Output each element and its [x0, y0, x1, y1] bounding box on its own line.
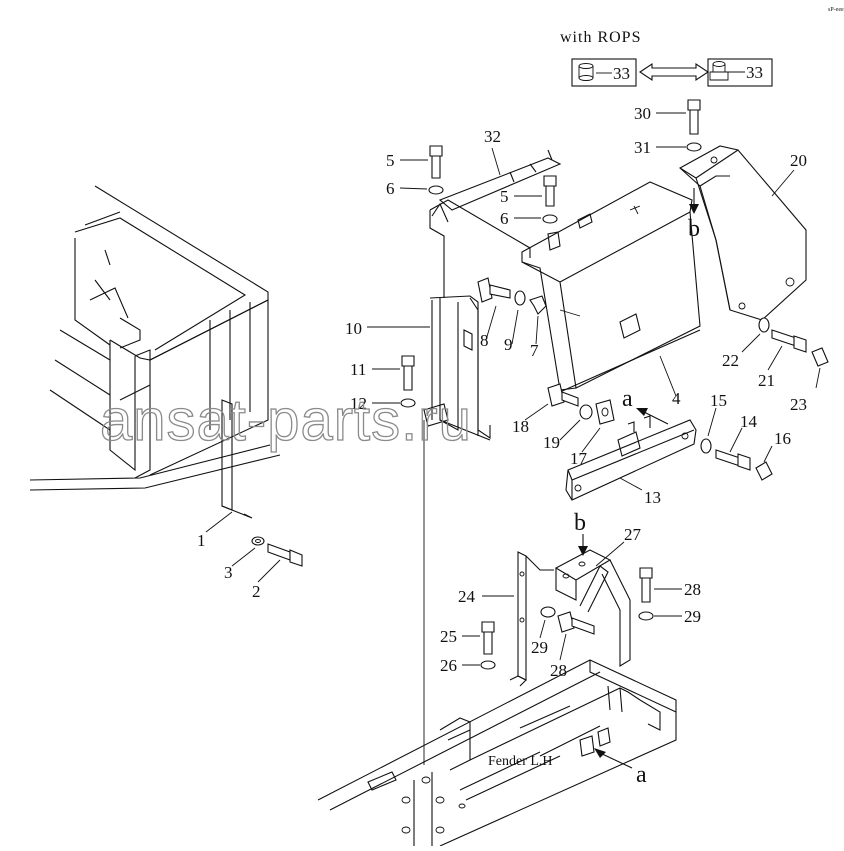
- part-label-5b: 5: [500, 187, 509, 206]
- part-label-3: 3: [224, 563, 233, 582]
- part-7-clip: [529, 295, 581, 317]
- part-label-26: 26: [440, 656, 457, 675]
- part-12-washer: [400, 398, 416, 408]
- view-mark-a-bottom-label: a: [636, 762, 647, 788]
- part-21-bolt: [771, 329, 807, 353]
- part-5-bolt-top: [429, 145, 443, 179]
- part-8-bolt: [477, 277, 511, 303]
- part-label-19: 19: [543, 433, 560, 452]
- part-11-bolt: [401, 355, 415, 391]
- part-label-4: 4: [672, 389, 681, 408]
- part-22-washer: [758, 317, 770, 333]
- rops-box-right: 33: [707, 58, 773, 87]
- part-label-25: 25: [440, 627, 457, 646]
- rops-box-right-label: 33: [746, 63, 763, 82]
- part-label-7: 7: [530, 341, 539, 360]
- rops-exchange-arrow: [639, 62, 709, 82]
- part-label-29-left: 29: [531, 638, 548, 657]
- view-mark-b-bottom: b: [574, 510, 588, 556]
- part-4-cover: [521, 181, 701, 397]
- part-label-14: 14: [740, 412, 758, 431]
- part-10-panel: [367, 199, 531, 765]
- frame-left: [29, 185, 281, 491]
- part-label-28-left: 28: [550, 661, 567, 680]
- part-label-30: 30: [634, 104, 651, 123]
- part-label-28-right: 28: [684, 580, 701, 599]
- part-14-bolt: [715, 449, 751, 471]
- rops-box-left: 33: [571, 58, 637, 87]
- part-label-1: 1: [197, 531, 206, 550]
- view-mark-b-bottom-label: b: [574, 510, 586, 536]
- part-label-21: 21: [758, 371, 775, 390]
- part-13-rail: [565, 415, 697, 501]
- part-label-9: 9: [504, 335, 513, 354]
- part-31-washer: [686, 142, 702, 152]
- part-17-bracket: [595, 399, 615, 425]
- part-label-6b: 6: [500, 209, 509, 228]
- watermark: ansat-parts.ru: [100, 388, 472, 453]
- rops-note: with ROPS: [560, 29, 641, 46]
- part-label-23: 23: [790, 395, 807, 414]
- part-label-15: 15: [710, 391, 727, 410]
- part-29-washer-left: [540, 606, 556, 618]
- part-label-16: 16: [774, 429, 791, 448]
- part-16-cap: [755, 461, 773, 481]
- view-mark-a-top-label: a: [622, 386, 633, 412]
- part-26-washer: [480, 660, 496, 670]
- part-label-22: 22: [722, 351, 739, 370]
- view-mark-b-top: b: [688, 188, 700, 242]
- part-20-side-panel: [679, 145, 807, 321]
- part-label-5a: 5: [386, 151, 395, 170]
- part-29-washer-right: [638, 611, 654, 621]
- fender-lh-base: [317, 659, 677, 847]
- part-label-27: 27: [624, 525, 642, 544]
- part-9-washer: [514, 290, 526, 306]
- part-6-washer-mid: [542, 214, 558, 224]
- part-label-24: 24: [458, 587, 476, 606]
- part-label-31: 31: [634, 138, 651, 157]
- part-23-cap: [811, 347, 829, 367]
- part-label-12: 12: [350, 394, 367, 413]
- view-mark-a-top: a: [622, 386, 669, 425]
- part-label-13: 13: [644, 488, 661, 507]
- part-28-bolt-left: [557, 611, 595, 635]
- part-30-bolt: [687, 99, 701, 135]
- view-mark-b-top-label: b: [688, 216, 700, 242]
- part-24-bracket: [482, 551, 554, 687]
- part-label-6a: 6: [386, 179, 395, 198]
- part-25-bolt: [481, 621, 495, 655]
- part-1-bracket: [205, 399, 253, 533]
- view-mark-a-bottom: a: [594, 748, 647, 788]
- part-label-8: 8: [480, 331, 489, 350]
- part-label-11: 11: [350, 360, 366, 379]
- part-label-18: 18: [512, 417, 529, 436]
- part-3-washer: [251, 536, 265, 546]
- part-27-bracket: [554, 541, 631, 667]
- part-6-washer-top: [428, 185, 444, 195]
- part-18-bolt: [547, 383, 579, 407]
- part-label-20: 20: [790, 151, 807, 170]
- part-label-29-right: 29: [684, 607, 701, 626]
- part-19-washer: [579, 404, 593, 420]
- part-28-bolt-right: [639, 567, 653, 603]
- mount-plate: [423, 403, 449, 427]
- part-15-washer: [700, 438, 712, 454]
- fender-lh-label: Fender L.H: [488, 754, 553, 769]
- part-label-32: 32: [484, 127, 501, 146]
- part-label-10: 10: [345, 319, 362, 338]
- rops-box-left-label: 33: [613, 64, 630, 83]
- corner-mark: sP-eee: [828, 7, 844, 13]
- part-5-bolt-mid: [543, 175, 557, 207]
- part-label-2: 2: [252, 582, 261, 601]
- part-2-bolt: [267, 543, 303, 567]
- part-label-17: 17: [570, 449, 588, 468]
- part-32-bracket: [431, 147, 562, 223]
